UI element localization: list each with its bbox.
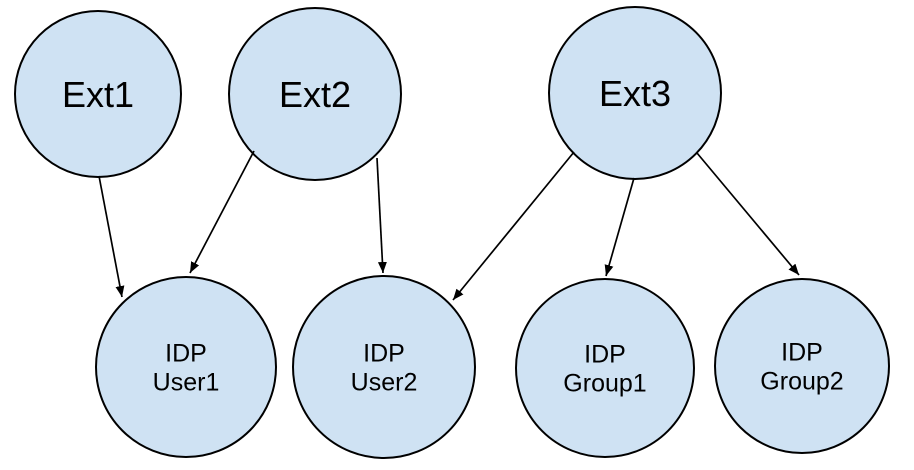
edge-ext3-to-idp-group2	[696, 152, 800, 276]
node-ext1-label: Ext1	[62, 74, 134, 115]
node-idp-group1-label: IDP	[584, 341, 626, 369]
edge-ext3-to-idp-user2	[452, 151, 575, 301]
node-idp-group2-circle	[714, 278, 890, 454]
node-idp-user2-label: IDP	[363, 340, 405, 368]
node-idp-group2-label: IDP	[781, 339, 823, 367]
node-idp-group1-label: Group1	[563, 370, 646, 398]
node-idp-user2-label: User2	[351, 369, 418, 397]
edge-ext2-to-idp-user1	[189, 150, 255, 274]
edge-ext3-to-idp-group1	[604, 177, 635, 277]
node-ext1-circle	[14, 10, 182, 178]
node-idp-user2-circle	[292, 275, 476, 459]
node-ext2: Ext2	[228, 7, 402, 181]
node-idp-user1-circle	[95, 276, 277, 458]
node-ext2-label: Ext2	[279, 74, 351, 115]
edge-layer	[98, 150, 800, 301]
node-idp-user1-label: User1	[153, 369, 220, 397]
node-idp-user1-label: IDP	[165, 340, 207, 368]
node-ext1: Ext1	[14, 10, 182, 178]
node-ext2-circle	[228, 7, 402, 181]
node-ext3-label: Ext3	[599, 73, 671, 114]
node-ext3-circle	[548, 6, 722, 180]
node-ext3: Ext3	[548, 6, 722, 180]
node-idp-group1-circle	[515, 278, 695, 458]
node-idp-group2-label: Group2	[760, 368, 843, 396]
edge-ext1-to-idp-user1	[98, 175, 125, 298]
edge-ext2-to-idp-user2	[376, 157, 387, 274]
